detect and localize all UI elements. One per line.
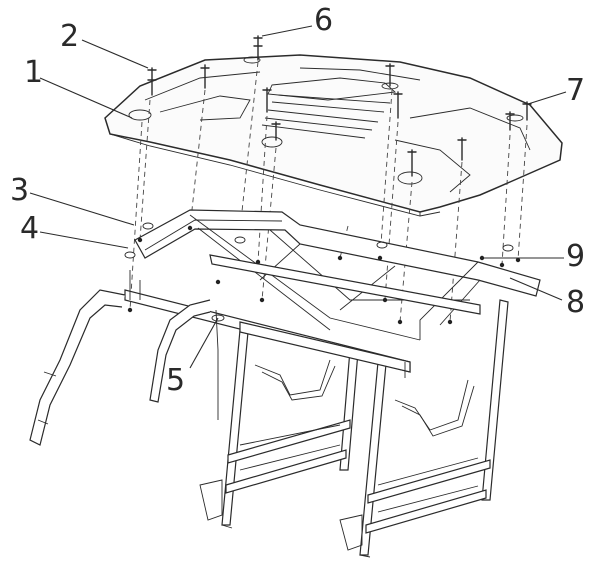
roof-frame: [134, 209, 541, 341]
leader-lines: [29, 25, 567, 369]
leader-7: [527, 91, 567, 105]
hardware-parts: [124, 222, 521, 325]
callout-6: 6: [314, 3, 334, 38]
callout-7: 7: [566, 73, 586, 108]
leader-6: [261, 25, 313, 37]
leader-8: [509, 277, 563, 301]
leader-5: [189, 317, 219, 369]
leader-1: [39, 77, 133, 119]
callout-8: 8: [566, 285, 586, 320]
callout-2: 2: [60, 19, 80, 54]
leader-4: [39, 231, 129, 249]
leader-3: [29, 192, 135, 226]
callout-3: 3: [10, 173, 30, 208]
leader-2: [81, 39, 149, 69]
roof-bolts: [147, 35, 532, 177]
callout-5: 5: [166, 363, 186, 398]
front-legs: [29, 289, 219, 446]
callout-9: 9: [566, 239, 586, 274]
roof-panel: [104, 54, 563, 217]
callout-1: 1: [24, 55, 44, 90]
callout-4: 4: [20, 211, 40, 246]
rear-cage: [199, 299, 509, 558]
